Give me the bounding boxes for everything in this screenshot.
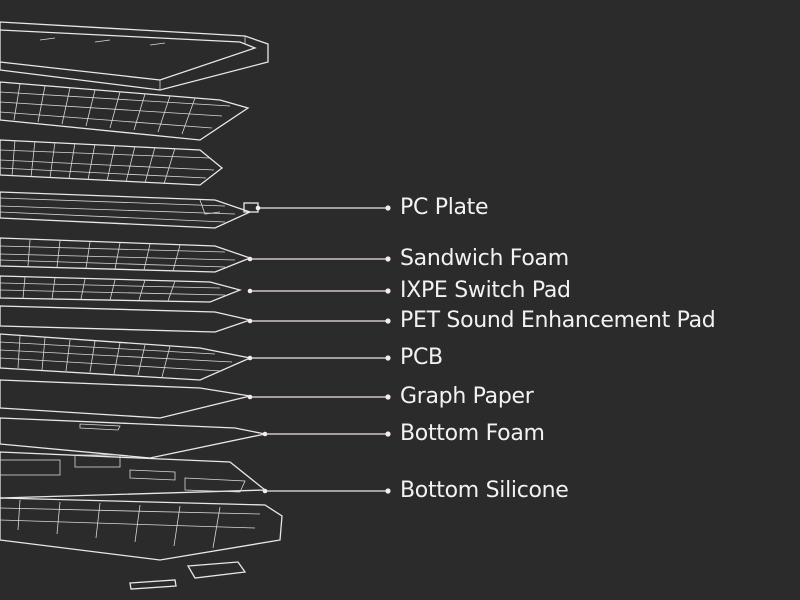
label-bottom-foam: Bottom Foam (400, 421, 545, 446)
sandwich-foam-layer (0, 237, 252, 273)
bottom-foam-layer (0, 417, 266, 459)
leader-lines (247, 205, 391, 494)
label-pet-sound-enhancement-pad: PET Sound Enhancement Pad (400, 308, 716, 333)
label-ixpe-switch-pad: IXPE Switch Pad (400, 278, 571, 303)
label-graph-paper: Graph Paper (400, 384, 534, 409)
pc-plate-layer (0, 191, 259, 229)
top-case (0, 21, 269, 91)
pcb-layer (0, 333, 253, 381)
ixpe-switch-pad-layer (0, 275, 243, 303)
label-pc-plate: PC Plate (400, 195, 489, 220)
label-bottom-silicone: Bottom Silicone (400, 478, 569, 503)
pet-pad-layer (0, 305, 253, 333)
keycaps (0, 81, 250, 141)
label-pcb: PCB (400, 345, 443, 370)
switches (0, 139, 224, 186)
graph-paper-layer (0, 379, 251, 419)
label-sandwich-foam: Sandwich Foam (400, 246, 569, 271)
bottom-case (0, 451, 283, 590)
